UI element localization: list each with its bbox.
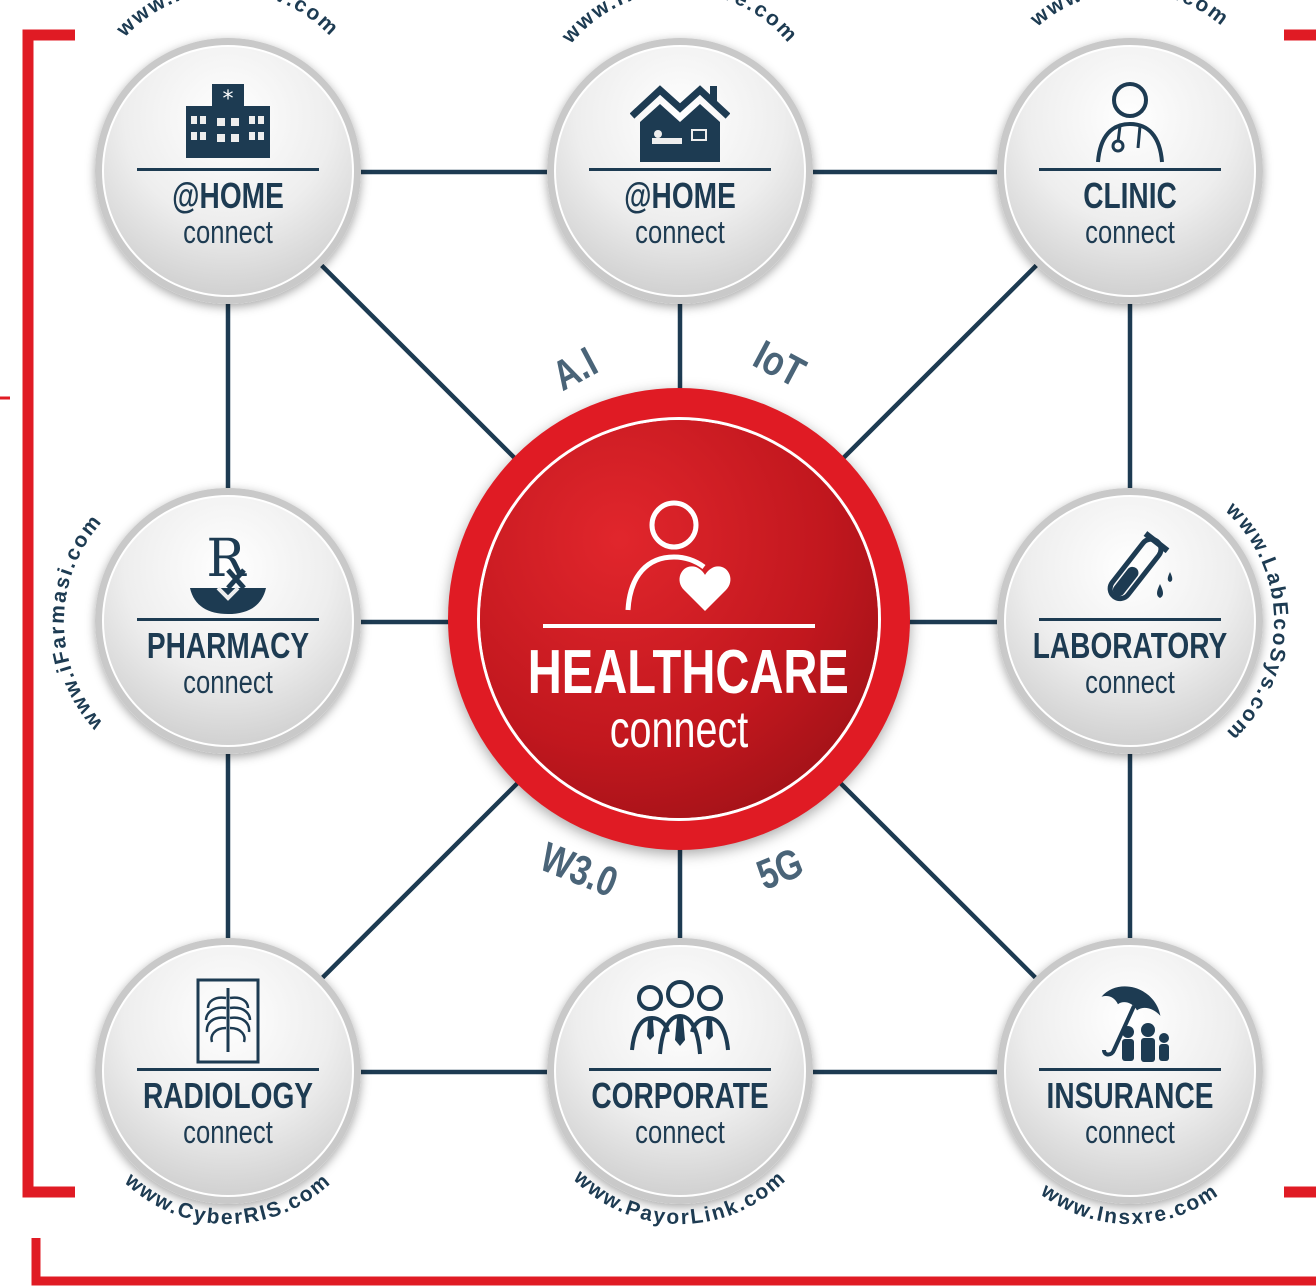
hospital-icon: *	[186, 84, 270, 158]
node-divider	[1039, 168, 1221, 171]
node-title: LABORATORY	[1032, 625, 1228, 666]
rx-icon: R	[190, 529, 266, 614]
umbrella-family-icon	[1101, 986, 1169, 1062]
node-laboratory: LABORATORY connect	[997, 488, 1263, 754]
node-divider	[589, 1068, 771, 1071]
node-title: CLINIC	[1083, 175, 1177, 216]
url-homecare[interactable]: www.Home2care.com	[557, 0, 803, 49]
node-divider	[137, 618, 319, 621]
node-pharmacy: R PHARMACY connect	[95, 488, 361, 754]
node-divider	[137, 168, 319, 171]
home-care-icon	[630, 85, 730, 162]
url-corporate[interactable]: www.PayorLink.com	[569, 1165, 791, 1229]
node-divider	[137, 1068, 319, 1071]
url-pharmacy[interactable]: www.iFarmasi.com	[46, 510, 108, 736]
url-hospital[interactable]: www.HospitalV.com	[111, 0, 344, 42]
svg-text:*: *	[223, 87, 234, 112]
node-divider	[1039, 1068, 1221, 1071]
node-title: INSURANCE	[1046, 1075, 1214, 1116]
hub-divider	[543, 624, 815, 628]
node-subtitle: connect	[635, 1114, 725, 1150]
node-divider	[589, 168, 771, 171]
node-title: @HOME	[172, 175, 284, 216]
node-subtitle: connect	[183, 214, 273, 250]
team-icon	[630, 980, 730, 1055]
node-title: PHARMACY	[146, 625, 310, 666]
node-subtitle: connect	[1085, 214, 1175, 250]
node-subtitle: connect	[1085, 664, 1175, 700]
node-subtitle: connect	[635, 214, 725, 250]
node-subtitle: connect	[183, 1114, 273, 1150]
test-tube-icon	[1107, 531, 1173, 602]
node-title: RADIOLOGY	[142, 1075, 314, 1116]
node-corporate: CORPORATE connect	[547, 938, 813, 1204]
hub-subtitle: connect	[609, 701, 749, 759]
hub-circle	[480, 420, 878, 818]
url-radiology[interactable]: www.CyberRIS.com	[120, 1168, 336, 1229]
node-divider	[1039, 618, 1221, 621]
url-clinic[interactable]: www.ClinicV.com	[1025, 0, 1234, 32]
person-heart-icon	[625, 500, 731, 611]
node-hospital: * @HOME connect	[95, 38, 361, 304]
node-title: CORPORATE	[591, 1075, 769, 1116]
node-subtitle: connect	[183, 664, 273, 700]
node-insurance: INSURANCE connect	[997, 938, 1263, 1204]
node-title: @HOME	[624, 175, 736, 216]
node-radiology: RADIOLOGY connect	[95, 938, 361, 1204]
hub-title: HEALTHCARE	[527, 638, 849, 707]
node-clinic: CLINIC connect	[997, 38, 1263, 304]
url-insurance[interactable]: www.Insxre.com	[1036, 1179, 1223, 1230]
xray-icon	[196, 978, 260, 1064]
url-laboratory[interactable]: www.LabEcoSys.com	[1221, 497, 1293, 746]
svg-text:R: R	[206, 529, 247, 589]
node-subtitle: connect	[1085, 1114, 1175, 1150]
doctor-icon	[1096, 82, 1164, 163]
node-homecare: @HOME connect	[547, 38, 813, 304]
